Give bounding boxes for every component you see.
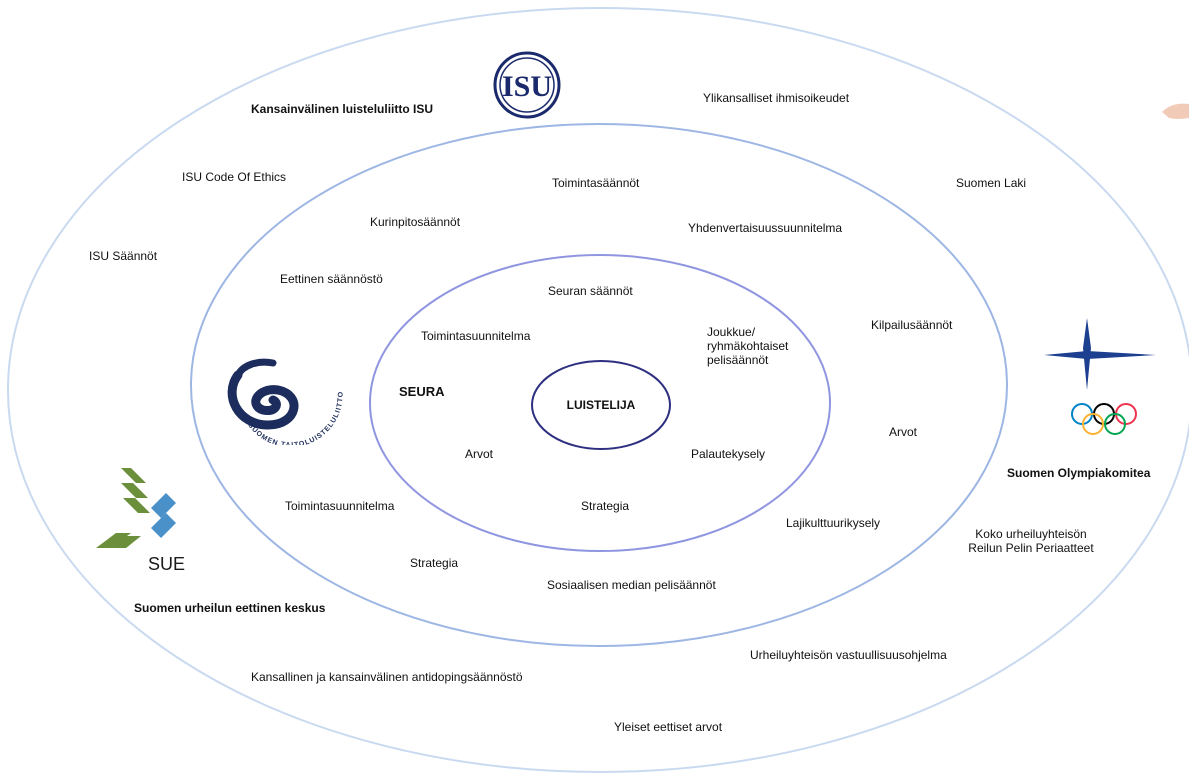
equality-plan-label: Yhdenvertaisuussuunnitelma (688, 221, 843, 235)
stll-swirl-icon: SUOMEN TAITOLUISTELULIITTO (227, 358, 344, 449)
disciplinary-rules-label: Kurinpitosäännöt (370, 215, 461, 229)
club-action-plan-label: Toimintasuunnitelma (421, 329, 531, 343)
sports-responsibility-program-label: Urheiluyhteisön vastuullisuusohjelma (750, 648, 947, 662)
federation-strategy-label: Strategia (410, 556, 459, 570)
club-strategy-label: Strategia (581, 499, 630, 513)
isu-code-of-ethics-label: ISU Code Of Ethics (182, 170, 287, 184)
feedback-survey-label: Palautekysely (691, 447, 766, 461)
club-label: SEURA (399, 384, 445, 399)
isu-federation-label: Kansainvälinen luisteluliitto ISU (251, 102, 434, 116)
club-values-label: Arvot (465, 447, 494, 461)
ethical-code-label: Eettinen säännöstö (280, 272, 383, 286)
skater-label: LUISTELIJA (566, 398, 636, 412)
middle-ring (190, 123, 1008, 647)
isu-rules-label: ISU Säännöt (89, 249, 158, 263)
suomen-taitoluisteluliitto-logo: SUOMEN TAITOLUISTELULIITTO (218, 345, 353, 449)
team-rules-label: Joukkue/ ryhmäkohtaiset pelisäännöt (707, 325, 789, 367)
edge-fragment-icon (1162, 103, 1189, 119)
bylaws-label: Toimintasäännöt (552, 176, 640, 190)
sport-culture-survey-label: Lajikulttuurikysely (786, 516, 881, 530)
isu-logo: ISU (492, 50, 562, 120)
suek-label: Suomen urheilun eettinen keskus (134, 601, 326, 615)
transnational-human-rights-label: Ylikansalliset ihmisoikeudet (703, 91, 850, 105)
antidoping-rules-label: Kansallinen ja kansainvälinen antidoping… (251, 670, 523, 684)
outer-ring (7, 7, 1189, 773)
olympic-rings-icon (1044, 318, 1156, 435)
social-media-rules-label: Sosiaalisen median pelisäännöt (547, 578, 716, 592)
finnish-law-label: Suomen Laki (956, 176, 1027, 190)
olympic-committee-logo (1044, 318, 1160, 444)
isu-letters: ISU (502, 70, 552, 103)
isu-logo-icon: ISU (493, 51, 561, 119)
finnish-olympic-committee-label: Suomen Olympiakomitea (1007, 466, 1151, 480)
competition-rules-label: Kilpailusäännöt (871, 318, 953, 332)
club-rules-label: Seuran säännöt (548, 284, 633, 298)
federation-values-label: Arvot (889, 425, 918, 439)
inner-ring (369, 254, 831, 552)
general-ethical-values-label: Yleiset eettiset arvot (614, 720, 723, 734)
fair-play-principles-label: Koko urheiluyhteisön Reilun Pelin Periaa… (968, 527, 1094, 555)
federation-action-plan-label: Toimintasuunnitelma (285, 499, 395, 513)
core-ring (531, 360, 671, 450)
